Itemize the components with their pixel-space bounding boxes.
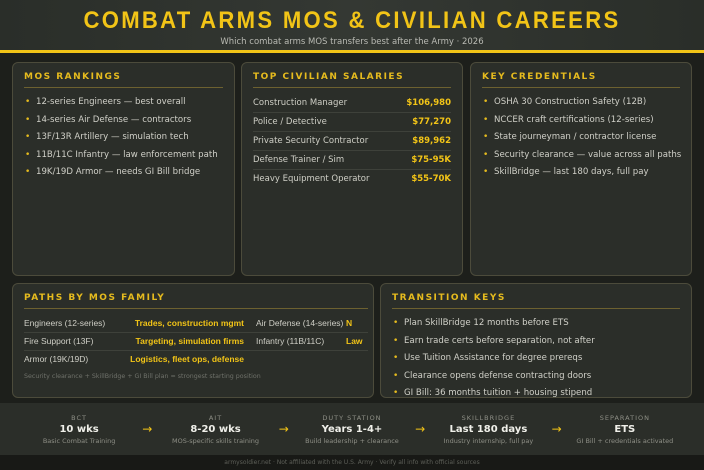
- career-path: Trades, construction mgmt: [116, 315, 250, 333]
- list-item: NCCER craft certifications (12-series): [482, 112, 680, 130]
- mos-family: Armor (19K/19D): [24, 354, 89, 364]
- step-value: 8-20 wks: [190, 423, 241, 435]
- job-title: Private Security Contractor: [253, 136, 369, 146]
- step-desc: Industry internship, full pay: [443, 436, 534, 445]
- career-path: N: [346, 315, 368, 333]
- mos-rankings-panel: MOS RANKINGS 12-series Engineers — best …: [12, 62, 235, 276]
- step-desc: MOS-specific skills training: [172, 436, 260, 445]
- arrow-right-icon: →: [551, 422, 562, 436]
- list-item: 13F/13R Artillery — simulation tech: [24, 129, 223, 147]
- panel-title: TOP CIVILIAN SALARIES: [253, 72, 451, 88]
- list-item: 14-series Air Defense — contractors: [24, 112, 223, 130]
- credentials-panel: KEY CREDENTIALS OSHA 30 Construction Saf…: [470, 62, 692, 276]
- salary-row: Heavy Equipment Operator $55-70K: [253, 170, 451, 188]
- mos-family: Infantry (11B/11C): [250, 333, 346, 351]
- arrow-right-icon: →: [415, 422, 426, 436]
- list-item: 11B/11C Infantry — law enforcement path: [24, 147, 223, 165]
- panel-title: MOS RANKINGS: [24, 72, 223, 88]
- list-item: GI Bill: 36 months tuition + housing sti…: [392, 385, 680, 397]
- step-desc: GI Bill + credentials activated: [576, 436, 674, 445]
- list-item: OSHA 30 Construction Safety (12B): [482, 94, 680, 112]
- step-value: 10 wks: [59, 423, 99, 435]
- step-value: ETS: [614, 423, 636, 435]
- job-title: Defense Trainer / Sim: [253, 155, 345, 165]
- footer: armysoldier.net · Not affiliated with th…: [0, 455, 704, 470]
- job-title: Construction Manager: [253, 98, 348, 108]
- step-value: Last 180 days: [449, 423, 528, 435]
- salary-value: $55-70K: [411, 174, 451, 184]
- salary-row: Private Security Contractor $89,962: [253, 132, 451, 151]
- list-item: Plan SkillBridge 12 months before ETS: [392, 315, 680, 333]
- step-desc: Build leadership + clearance: [305, 436, 399, 445]
- career-path: Law: [346, 333, 368, 351]
- list-item: Clearance opens defense contracting door…: [392, 368, 680, 386]
- step-value: Years 1-4+: [321, 423, 383, 435]
- list-item: State journeyman / contractor license: [482, 129, 680, 147]
- step-label: SEPARATION: [599, 413, 650, 422]
- list-item: Use Tuition Assistance for degree prereq…: [392, 350, 680, 368]
- salaries-panel: TOP CIVILIAN SALARIES Construction Manag…: [241, 62, 463, 276]
- step-label: DUTY STATION: [322, 413, 382, 422]
- job-title: Heavy Equipment Operator: [253, 174, 370, 184]
- salary-value: $77,270: [412, 117, 451, 127]
- page-subtitle: Which combat arms MOS transfers best aft…: [220, 37, 484, 47]
- list-item: SkillBridge — last 180 days, full pay: [482, 164, 680, 182]
- mos-family: Air Defense (14-series): [250, 315, 346, 333]
- salary-value: $75-95K: [411, 155, 451, 165]
- mos-family: Engineers (12-series): [24, 315, 116, 333]
- list-item: 19K/19D Armor — needs GI Bill bridge: [24, 164, 223, 182]
- list-item: Security clearance — value across all pa…: [482, 147, 681, 165]
- salary-row: Construction Manager $106,980: [253, 94, 451, 113]
- transition-panel: TRANSITION KEYS Plan SkillBridge 12 mont…: [380, 283, 692, 398]
- paths-table: Engineers (12-series) Trades, constructi…: [24, 315, 368, 368]
- step-label: SKILLBRIDGE: [461, 413, 516, 422]
- career-path: Logistics, fleet ops, defense: [130, 354, 244, 364]
- paths-panel: PATHS BY MOS FAMILY Engineers (12-series…: [12, 283, 374, 398]
- arrow-right-icon: →: [142, 422, 153, 436]
- salary-row: Police / Detective $77,270: [253, 113, 451, 132]
- panel-title: TRANSITION KEYS: [392, 293, 680, 309]
- salary-value: $89,962: [412, 136, 451, 146]
- header: COMBAT ARMS MOS & CIVILIAN CAREERS Which…: [0, 0, 704, 53]
- career-path: Targeting, simulation firms: [116, 333, 250, 351]
- step-desc: Basic Combat Training: [42, 436, 116, 445]
- list-item: Earn trade certs before separation, not …: [392, 333, 680, 351]
- job-title: Police / Detective: [253, 117, 327, 127]
- salary-value: $106,980: [406, 98, 451, 108]
- salary-row: Defense Trainer / Sim $75-95K: [253, 151, 451, 170]
- step-label: BCT: [71, 413, 88, 422]
- step-label: AIT: [208, 413, 223, 422]
- page-title: COMBAT ARMS MOS & CIVILIAN CAREERS: [83, 7, 621, 34]
- paths-note: Security clearance + SkillBridge + GI Bi…: [24, 373, 261, 380]
- list-item: 12-series Engineers — best overall: [24, 94, 223, 112]
- panel-title: KEY CREDENTIALS: [482, 72, 680, 88]
- panel-title: PATHS BY MOS FAMILY: [24, 293, 368, 309]
- mos-family: Fire Support (13F): [24, 333, 116, 351]
- arrow-right-icon: →: [278, 422, 289, 436]
